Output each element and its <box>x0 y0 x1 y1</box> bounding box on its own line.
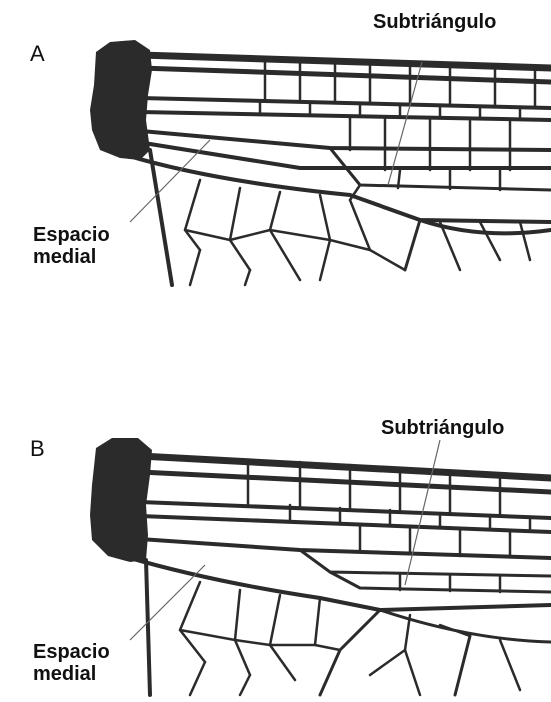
medial-space-label-b: Espacio medial <box>33 641 110 686</box>
panel-letter-a: A <box>30 42 45 67</box>
medial-space-label-line1: Espacio <box>33 224 110 246</box>
medial-space-label-line2: medial <box>33 246 110 268</box>
medial-space-label-line2: medial <box>33 663 110 685</box>
panel-b: B Subtriángulo Espacio medial <box>0 400 551 702</box>
medial-leader-b <box>130 565 205 640</box>
medial-space-label-a: Espacio medial <box>33 224 110 269</box>
panel-a: A Subtriángulo Espacio medial <box>0 0 551 300</box>
medial-space-label-line1: Espacio <box>33 641 110 663</box>
subtriangle-label-b: Subtriángulo <box>381 417 504 439</box>
panel-letter-b: B <box>30 437 45 462</box>
subtriangle-label-a: Subtriángulo <box>373 11 496 33</box>
